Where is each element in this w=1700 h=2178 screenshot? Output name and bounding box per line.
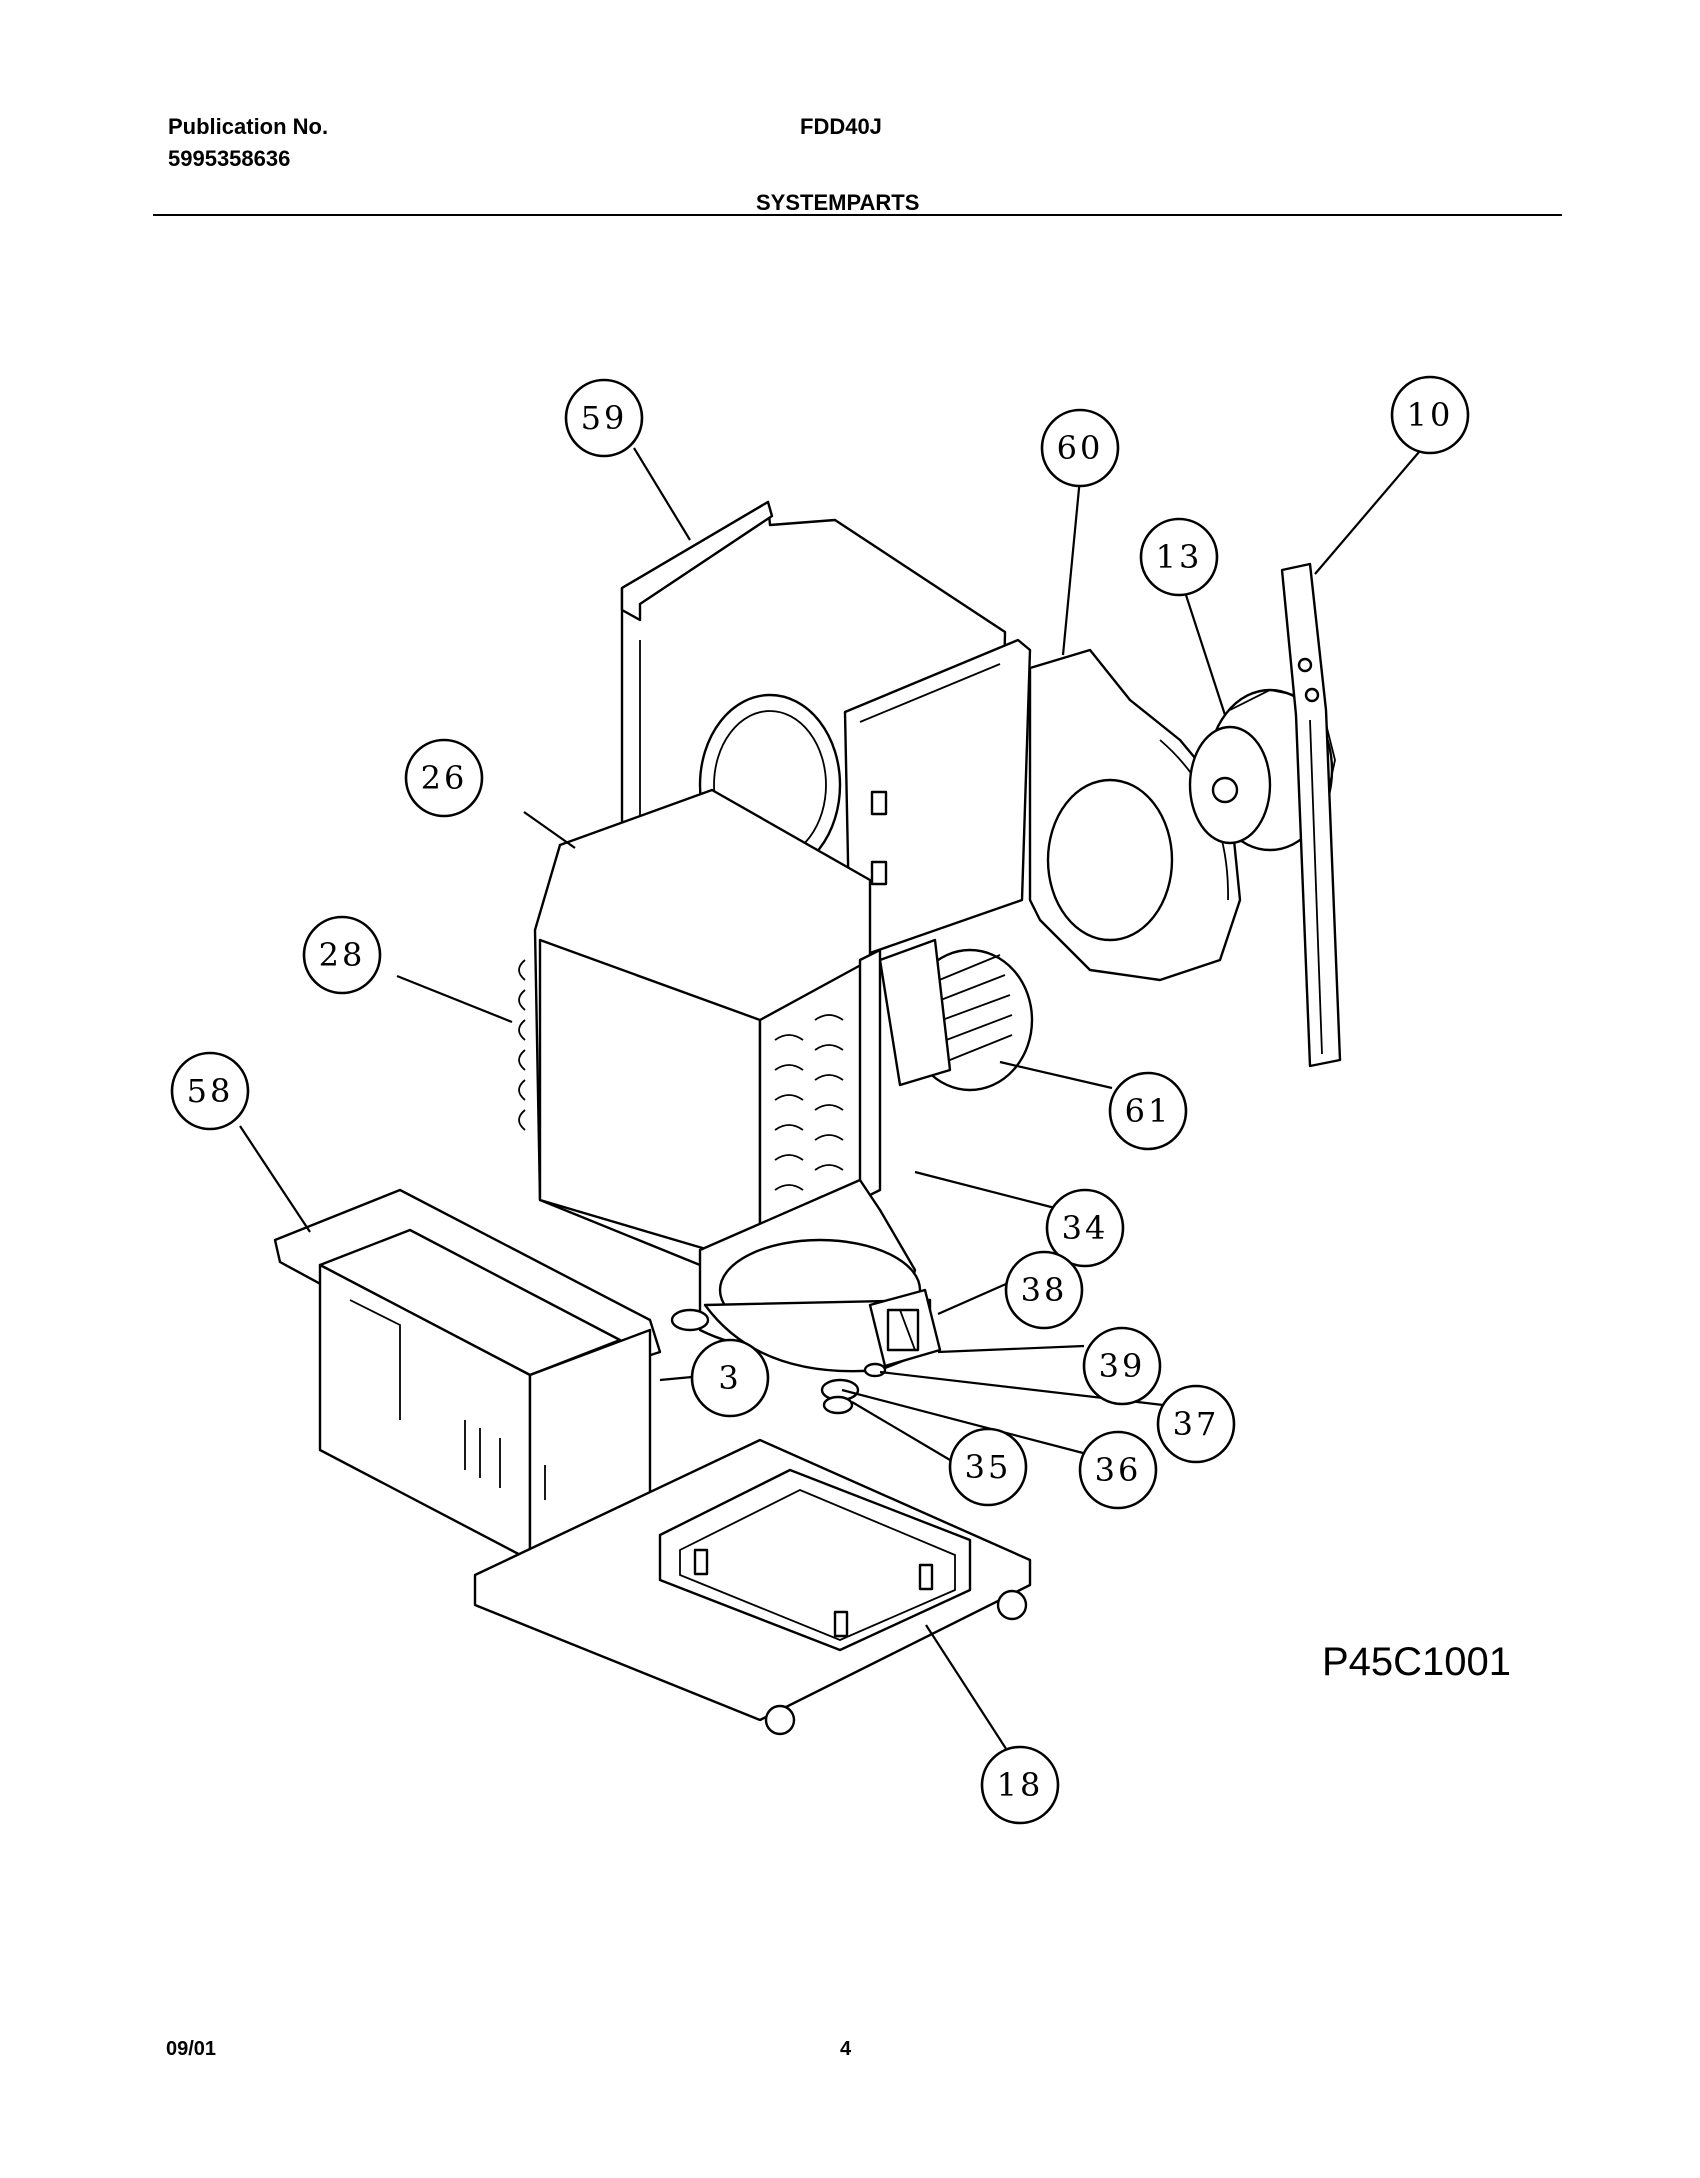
leader-lines [239, 444, 1426, 1759]
svg-text:3: 3 [718, 1359, 741, 1397]
svg-text:36: 36 [1095, 1451, 1142, 1489]
svg-text:37: 37 [1173, 1405, 1220, 1443]
blower-wheel [878, 938, 1034, 1092]
publication-number: 5995358636 [168, 146, 291, 171]
callout-39: 39 [1082, 1326, 1162, 1406]
evaporator-coil [518, 788, 882, 1267]
svg-text:26: 26 [421, 759, 468, 797]
callout-36: 36 [1078, 1430, 1158, 1510]
model-number: FDD40J [800, 114, 882, 139]
callout-26: 26 [404, 738, 484, 818]
fan-shroud [698, 1178, 932, 1373]
callout-10: 10 [1390, 375, 1470, 455]
capacitor-assembly [868, 1288, 942, 1368]
header-rule [153, 214, 1562, 216]
footer-date: 09/01 [166, 2038, 217, 2060]
diagram-code: P45C1001 [1322, 1640, 1512, 1684]
callout-35: 35 [948, 1427, 1028, 1507]
motor-bracket [1280, 562, 1342, 1068]
svg-text:60: 60 [1057, 429, 1104, 467]
svg-text:10: 10 [1407, 396, 1454, 434]
page-number: 4 [840, 2038, 852, 2060]
base-pan [473, 1438, 1032, 1736]
control-box [273, 1188, 662, 1562]
callout-38: 38 [1004, 1250, 1084, 1330]
callout-58: 58 [170, 1051, 250, 1131]
callout-59: 59 [564, 378, 644, 458]
svg-text:28: 28 [319, 936, 366, 974]
callout-13: 13 [1139, 517, 1219, 597]
callout-3: 3 [690, 1338, 770, 1418]
svg-text:61: 61 [1125, 1092, 1172, 1130]
svg-text:18: 18 [997, 1766, 1044, 1804]
svg-text:38: 38 [1021, 1271, 1068, 1309]
callout-61: 61 [1108, 1071, 1188, 1151]
svg-text:58: 58 [187, 1072, 234, 1110]
svg-text:39: 39 [1099, 1347, 1146, 1385]
callout-60: 60 [1040, 408, 1120, 488]
svg-text:35: 35 [965, 1448, 1012, 1486]
mount-grommets [670, 1308, 887, 1415]
publication-label: Publication No. [168, 114, 329, 139]
callout-28: 28 [302, 915, 382, 995]
callout-37: 37 [1156, 1384, 1236, 1464]
callout-34: 34 [1045, 1188, 1125, 1268]
svg-text:59: 59 [581, 399, 628, 437]
callout-18: 18 [980, 1745, 1060, 1825]
svg-text:13: 13 [1156, 538, 1203, 576]
section-title: SYSTEMPARTS [756, 190, 920, 215]
svg-text:34: 34 [1062, 1209, 1109, 1247]
